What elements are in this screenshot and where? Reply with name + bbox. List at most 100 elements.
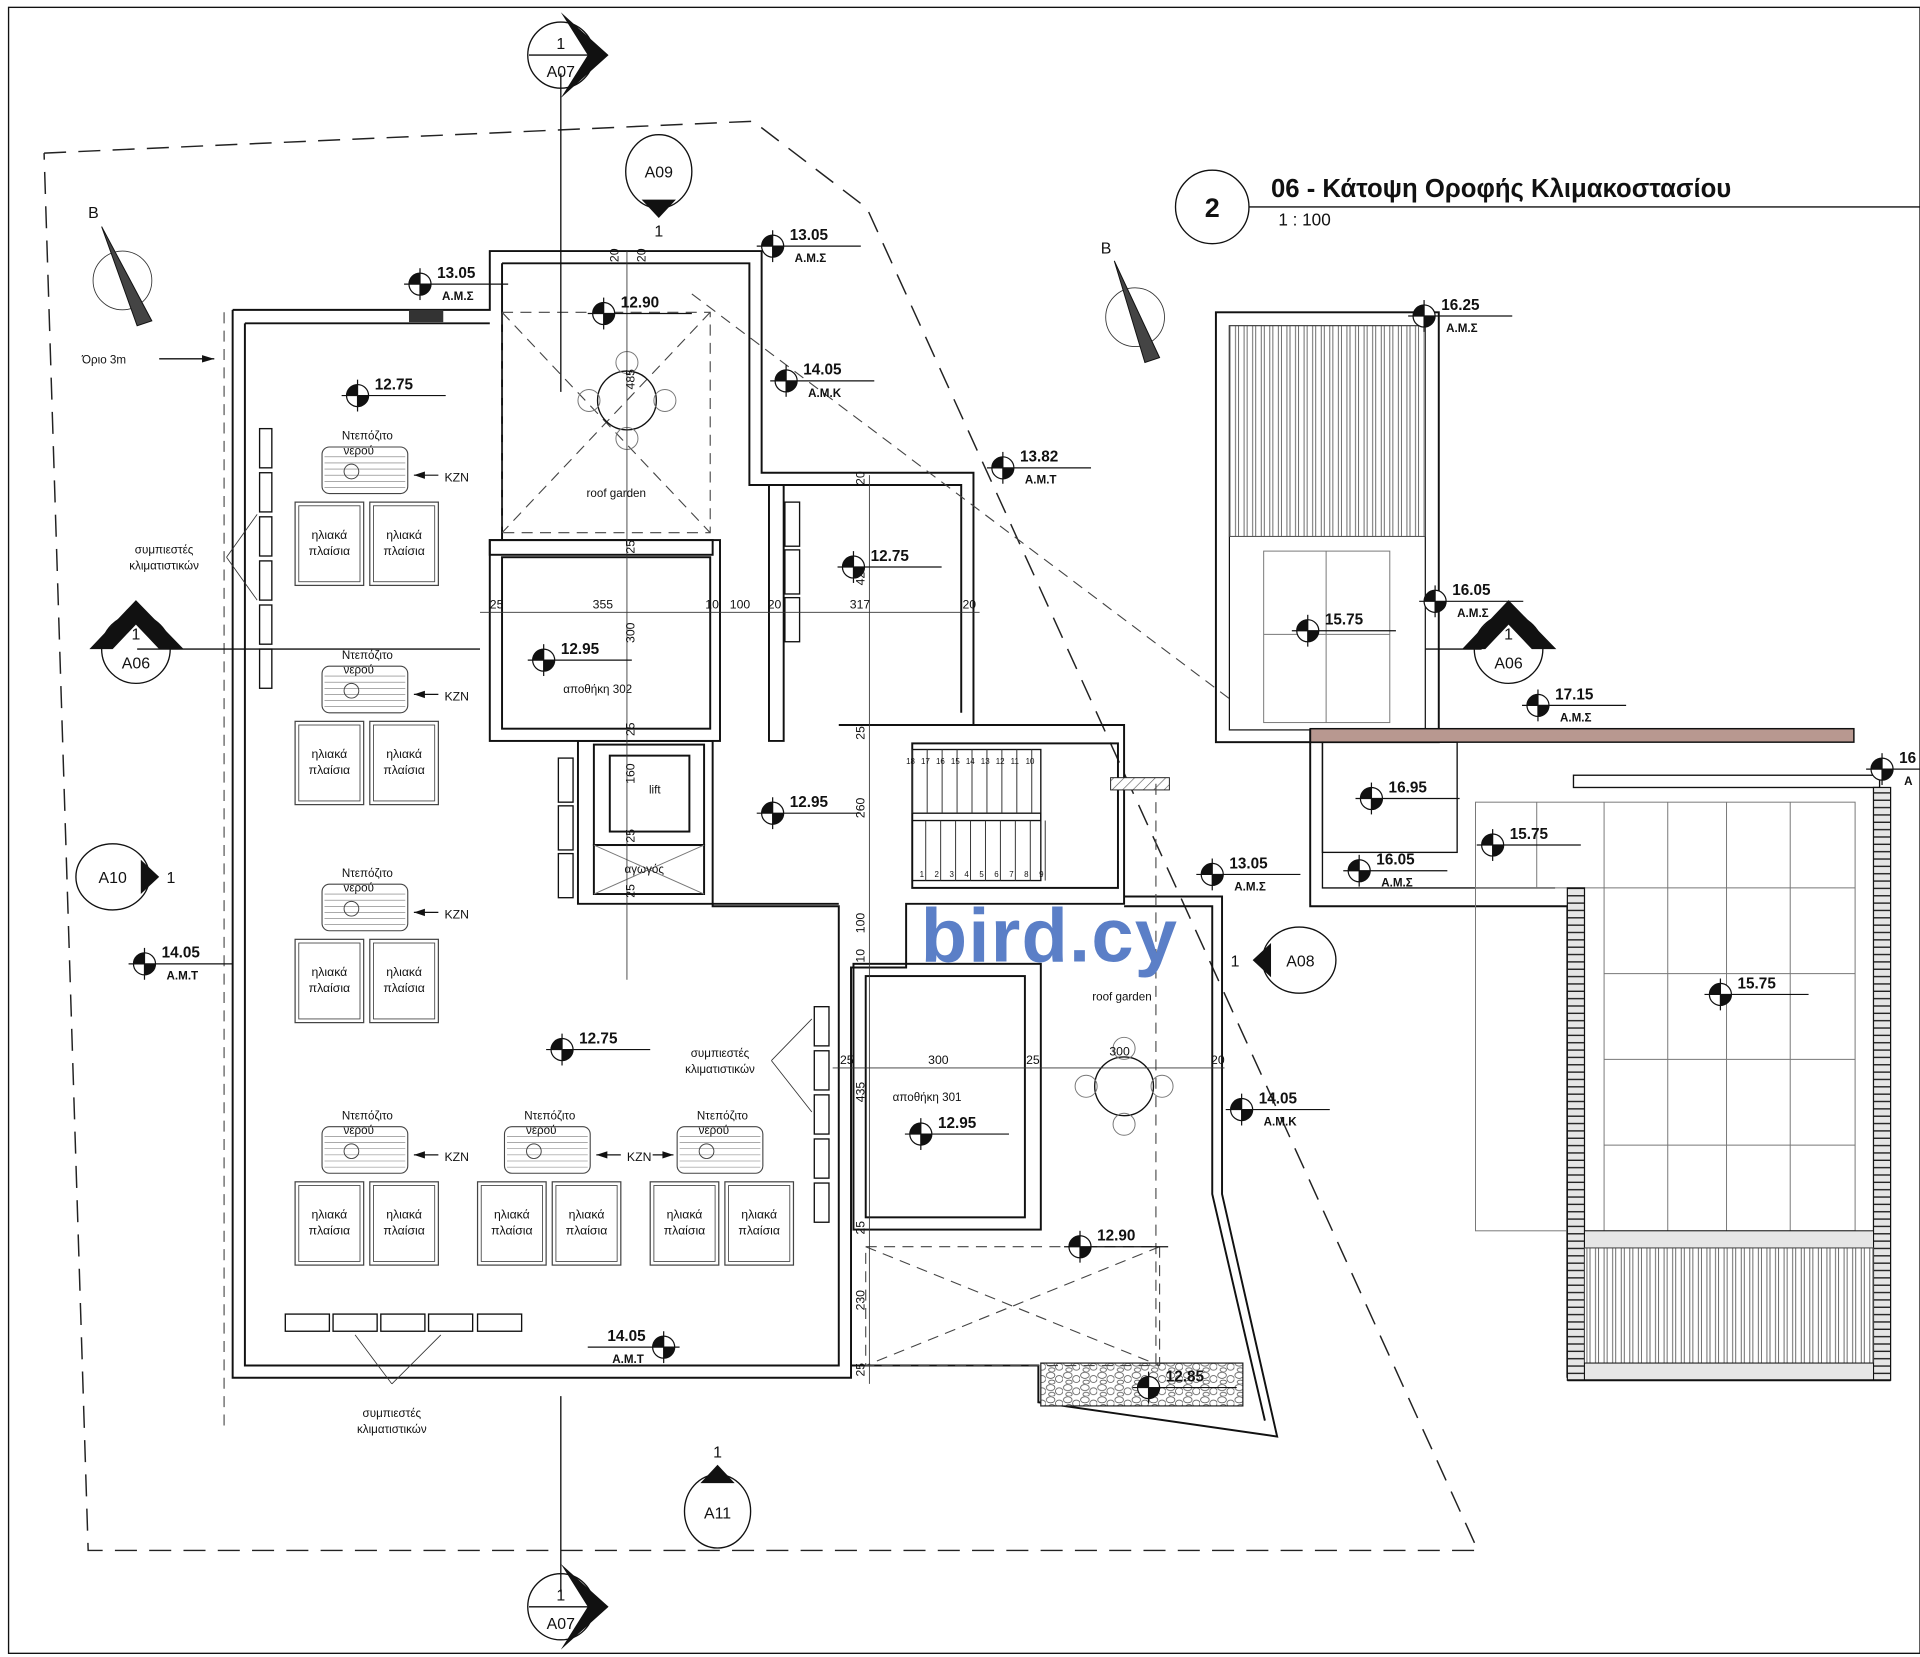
- solar-panel: [369, 938, 439, 1024]
- stair-number: 10: [1026, 757, 1035, 766]
- solar-panel: [476, 1181, 547, 1266]
- ac-compressors-east: συμπιεστές κλιματιστικών: [685, 1006, 830, 1223]
- dimension-label: 20: [853, 471, 867, 485]
- dimension-label: 25: [623, 722, 637, 736]
- dimension-label: 260: [853, 797, 867, 818]
- level-value: 16.95: [1389, 779, 1428, 796]
- table-south: [1074, 1036, 1174, 1136]
- sheet-border: [7, 6, 1920, 1654]
- level-marker: 16.95: [1355, 779, 1460, 815]
- level-value: 12.85: [1166, 1368, 1205, 1385]
- drawing-scale: 1 : 100: [1278, 209, 1330, 229]
- level-tag: Α.Μ.Σ: [795, 252, 827, 265]
- water-tank-label: Ντεπόζιτο: [342, 1109, 393, 1122]
- stair-number: 14: [966, 757, 975, 766]
- kzn-label: ΚΖΝ: [627, 1150, 651, 1164]
- dimension-label: 300: [928, 1053, 949, 1067]
- level-marker: 12.85: [1132, 1368, 1237, 1404]
- solar-panel-label: ηλιακά: [569, 1208, 605, 1222]
- section-marker-number: 1: [556, 36, 565, 53]
- solar-panel-label: πλαίσια: [738, 1223, 780, 1237]
- water-tank-icon: [503, 1126, 591, 1174]
- compressors-label: κλιματιστικών: [685, 1063, 755, 1076]
- level-marker: 13.05Α.Μ.Σ: [756, 227, 861, 265]
- level-value: 14.05: [803, 362, 842, 379]
- dimension-label: 300: [1109, 1045, 1130, 1059]
- water-tank-label: Ντεπόζιτο: [342, 430, 393, 443]
- room-label-roof-garden-north: roof garden: [587, 487, 646, 500]
- level-value: 16: [1899, 750, 1916, 767]
- level-value: 14.05: [162, 945, 201, 962]
- level-tag: Α.Μ.Τ: [167, 970, 199, 983]
- section-marker-number: 1: [556, 1588, 565, 1605]
- solar-panel: [724, 1181, 795, 1266]
- level-value: 16.05: [1376, 852, 1415, 869]
- stair-number: 9: [1039, 870, 1044, 879]
- solar-panel-label: ηλιακά: [494, 1208, 530, 1222]
- kzn-label: ΚΖΝ: [444, 690, 468, 704]
- dimension-label: 20: [1211, 1053, 1225, 1067]
- level-marker: 16.05Α.Μ.Σ: [1419, 582, 1524, 620]
- level-marker: 13.05Α.Μ.Σ: [404, 265, 509, 303]
- level-value: 15.75: [1325, 612, 1364, 629]
- solar-panel-label: ηλιακά: [312, 965, 348, 979]
- level-tag: Α.Μ.Σ: [1381, 877, 1413, 890]
- dimension-label: 25: [623, 884, 637, 898]
- level-tag: Α.Μ.Κ: [808, 387, 842, 400]
- water-tank-icon: [321, 883, 409, 932]
- level-marker: 13.82Α.Μ.Τ: [986, 449, 1092, 487]
- watermark: bird.cy: [921, 893, 1178, 978]
- level-value: 17.15: [1555, 686, 1594, 703]
- water-tank-label: Ντεπόζιτο: [342, 649, 393, 662]
- elevation-marker-a09: A09 1: [625, 134, 693, 240]
- stair-number: 4: [964, 870, 969, 879]
- level-marker: 15.75: [1476, 826, 1581, 861]
- level-value: 16.25: [1441, 297, 1480, 314]
- dimension-lines: [480, 251, 1225, 1384]
- level-marker: 12.75: [546, 1030, 651, 1066]
- arrow-icon: [413, 471, 425, 479]
- elevation-marker-number: 1: [654, 223, 663, 240]
- stair-number: 6: [994, 870, 999, 879]
- level-marker: 14.05Α.Μ.Τ: [587, 1328, 680, 1366]
- solar-panel: [369, 720, 439, 806]
- dimension-label: 20: [768, 598, 782, 612]
- dimension-label: 25: [840, 1053, 854, 1067]
- section-marker-sheet: A07: [547, 64, 575, 81]
- level-tag: Α.Μ.Τ: [1025, 474, 1057, 487]
- level-value: 16.05: [1452, 582, 1491, 599]
- title-block: 2 06 - Κάτοψη Οροφής Κλιμακοστασίου 1 : …: [1174, 169, 1920, 245]
- level-markers: 13.05Α.Μ.Σ13.05Α.Μ.Σ12.9014.05Α.Μ.Κ12.75…: [128, 227, 1920, 1404]
- level-marker: 14.05Α.Μ.Τ: [128, 945, 233, 983]
- water-tank-label: νερού: [344, 664, 374, 677]
- main-roof-walls: [231, 250, 1279, 1438]
- level-value: 12.75: [871, 548, 910, 565]
- solar-panel: [649, 1181, 720, 1266]
- level-value: 12.95: [561, 641, 600, 658]
- water-tank-icon: [321, 1126, 409, 1174]
- solar-water-heater: ΝτεπόζιτονερούΚΖΝηλιακάπλαίσιαηλιακάπλαί…: [294, 649, 469, 806]
- kzn-label: ΚΖΝ: [444, 908, 468, 922]
- water-tank-icon: [321, 665, 409, 714]
- solar-panel-label: ηλιακά: [386, 1208, 422, 1222]
- solar-panel-label: πλαίσια: [383, 981, 425, 995]
- dimension-label: 25: [853, 726, 867, 740]
- dimension-label: 20: [634, 248, 648, 262]
- solar-panel-label: ηλιακά: [386, 528, 422, 542]
- dimension-label: 25: [490, 598, 504, 612]
- dimension-label: 25: [853, 1363, 867, 1377]
- level-value: 13.82: [1020, 449, 1058, 466]
- level-value: 12.95: [938, 1115, 977, 1132]
- solar-water-heater: ΝτεπόζιτονερούΚΖΝηλιακάπλαίσιαηλιακάπλαί…: [476, 1109, 651, 1266]
- section-marker-a06-right: 1 A06: [1462, 600, 1557, 685]
- dimension-label: 485: [623, 369, 637, 390]
- setback-arrow-head: [202, 355, 215, 363]
- level-marker: 12.95: [904, 1115, 1009, 1150]
- stair-number: 12: [996, 757, 1005, 766]
- overhang-line: [691, 293, 1262, 724]
- stair-number: 1: [920, 870, 925, 879]
- water-tank-label: νερού: [344, 882, 374, 895]
- arrow-icon: [413, 908, 425, 917]
